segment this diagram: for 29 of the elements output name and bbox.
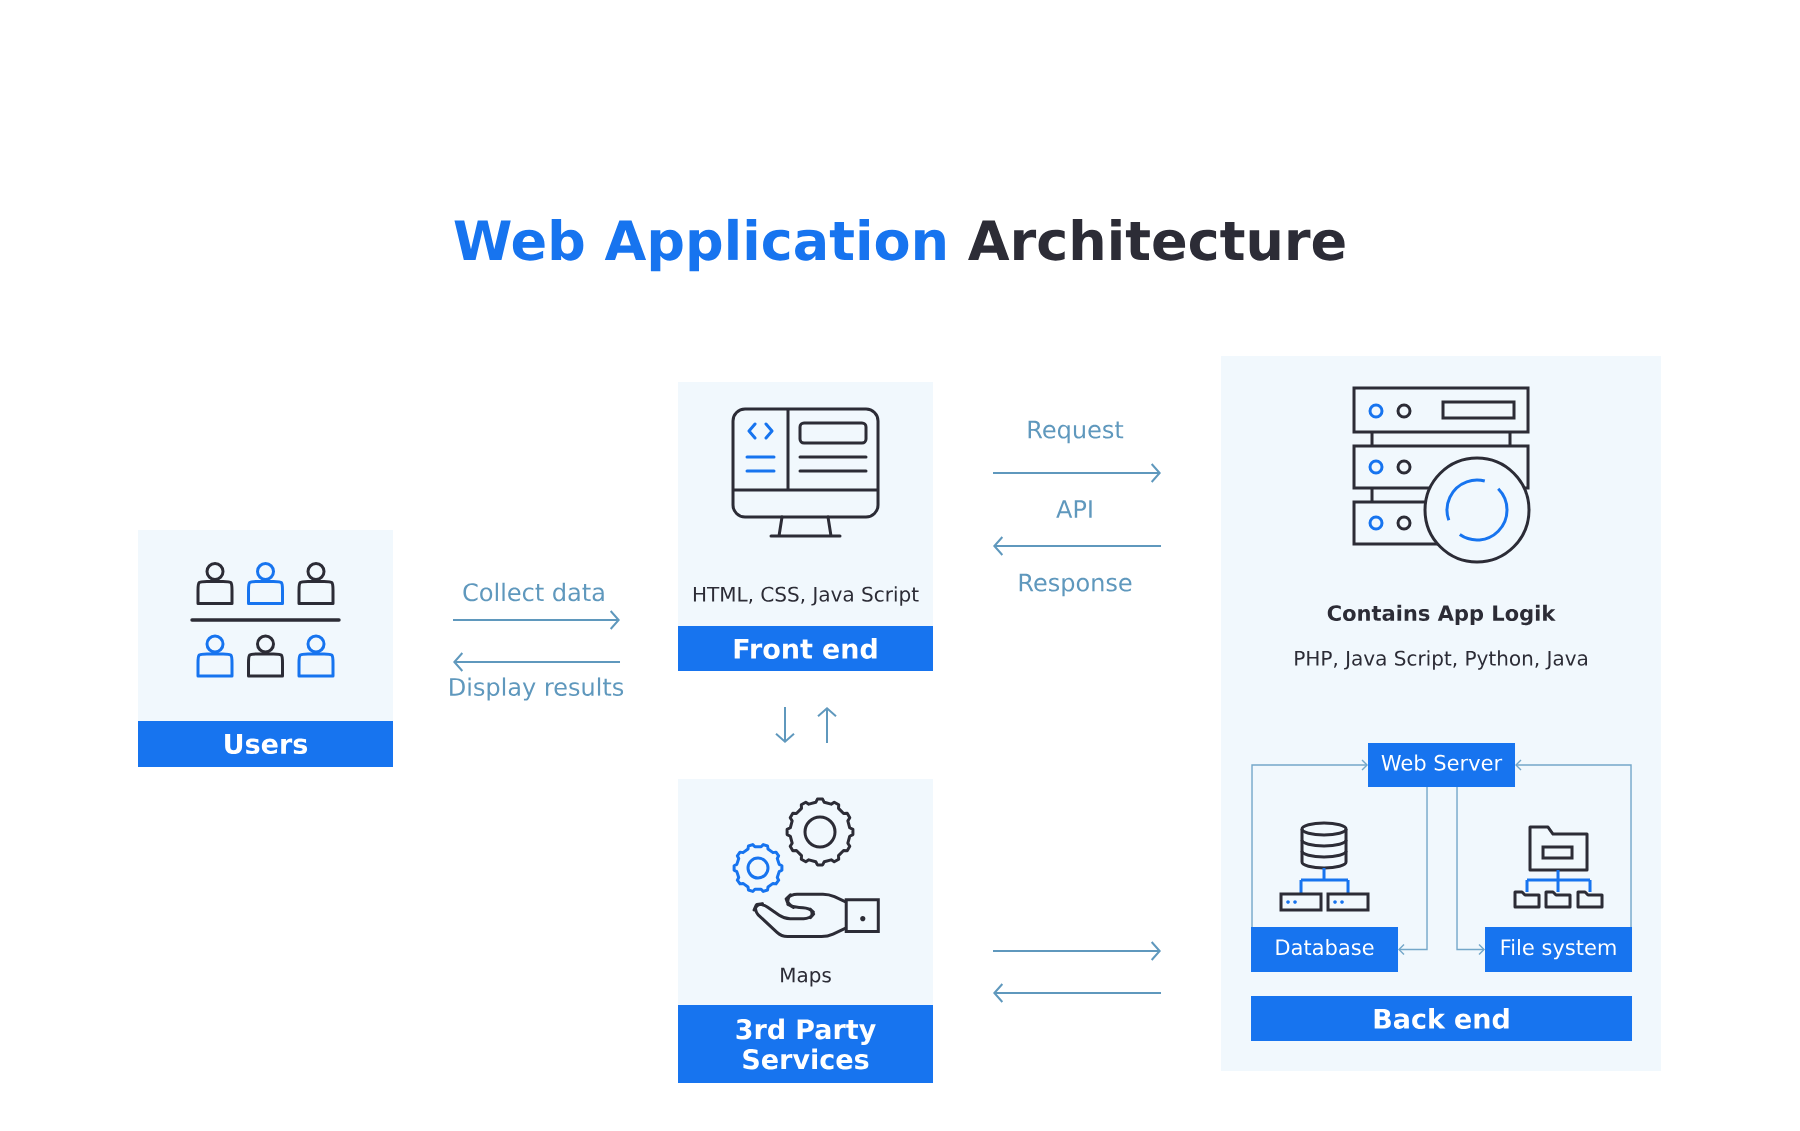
arrow <box>452 610 620 630</box>
edge-label: Collect data <box>458 578 610 606</box>
arrow <box>993 983 1162 1003</box>
component-box: Web Server <box>1368 743 1515 787</box>
arrow <box>775 706 795 743</box>
arrow <box>453 652 621 672</box>
component-box: File system <box>1485 927 1632 972</box>
description-text: Maps <box>781 967 831 987</box>
arrow <box>1398 786 1428 956</box>
arrow <box>993 536 1162 556</box>
arrow <box>1251 759 1368 928</box>
title-bar: Users <box>138 721 393 767</box>
title-bar: Back end <box>1251 996 1632 1041</box>
arrow <box>817 707 837 744</box>
title: Web Application Architecture <box>454 218 1345 272</box>
arrow <box>992 463 1161 483</box>
heading: Contains App Logik <box>1327 604 1556 626</box>
edge-label: Response <box>1013 569 1137 601</box>
description-text: HTML, CSS, Java Script <box>693 586 919 606</box>
edge-label: Request <box>1022 416 1128 448</box>
description-text: PHP, Java Script, Python, Java <box>1295 650 1587 670</box>
arrow <box>1515 759 1632 928</box>
component-box: Database <box>1251 927 1398 972</box>
arrow <box>1456 786 1485 956</box>
title-bar: 3rd Party Services <box>678 1005 933 1083</box>
edge-label: Display results <box>443 673 629 705</box>
title-bar: Front end <box>678 626 933 671</box>
text-label: API <box>1052 496 1098 522</box>
arrow <box>992 941 1161 961</box>
